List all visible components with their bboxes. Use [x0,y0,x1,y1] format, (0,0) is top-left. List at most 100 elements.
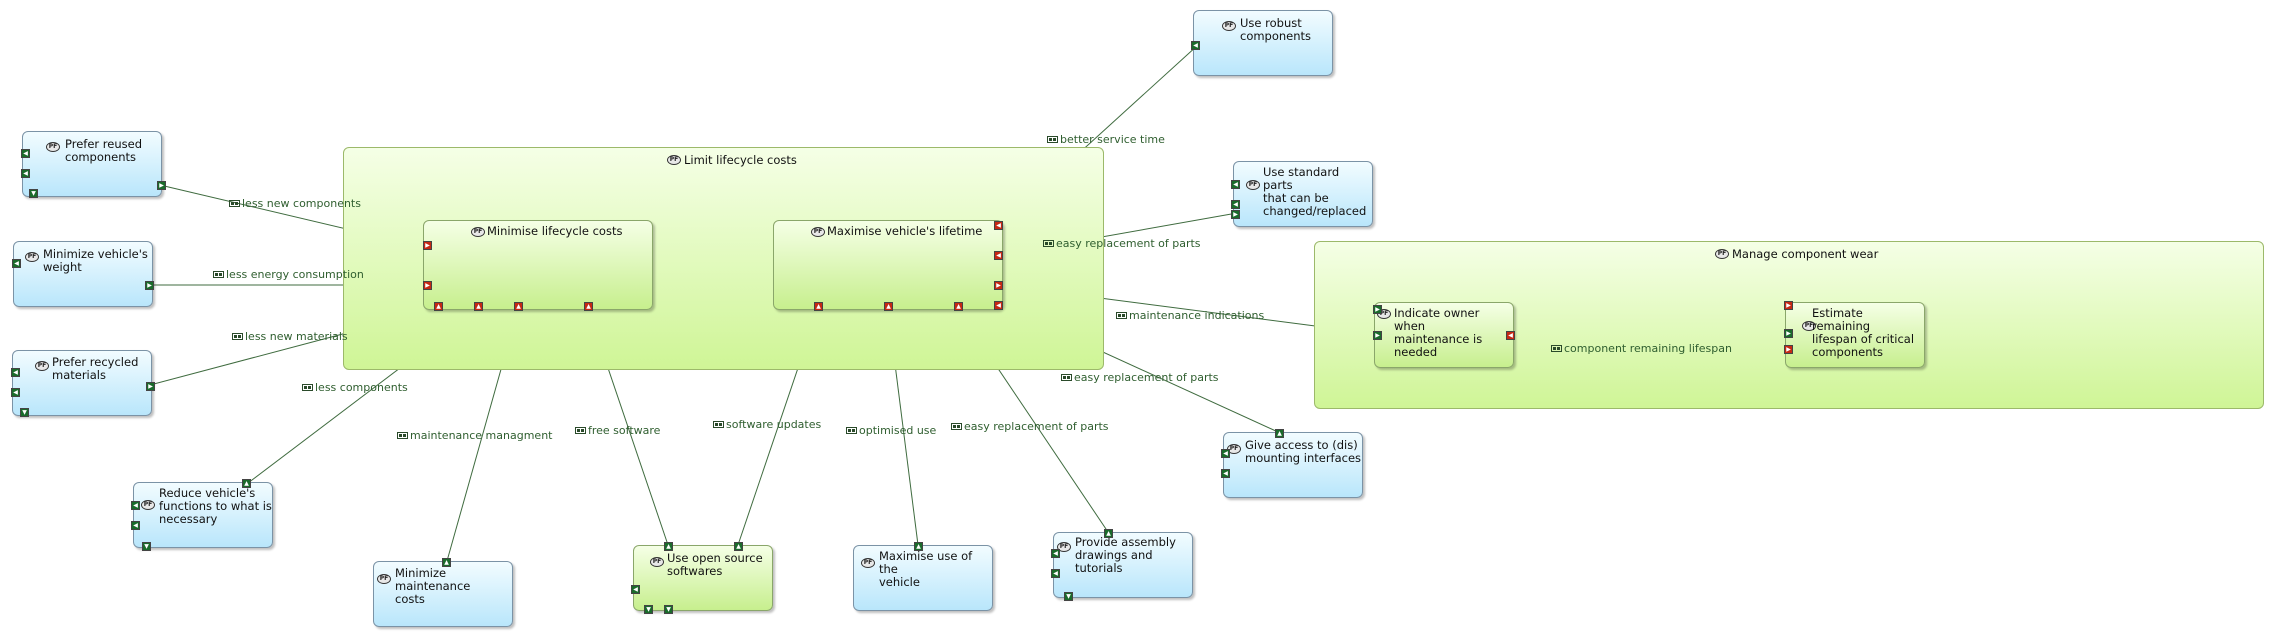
provided-port-icon[interactable]: ▶ [1231,210,1240,219]
required-port-left-icon[interactable]: ◀ [994,221,1003,230]
use-open-source-softwares-node[interactable]: PF Use open source softwares ▲ ▲ ◀ ▼ ▼ [631,542,773,614]
pf-icon: PF [471,227,485,237]
prefer-recycled-materials-node[interactable]: PF Prefer recycled materials ◀ ◀ ▼ ▶ [11,350,155,417]
flow-icon [1043,240,1054,247]
required-port-up-icon[interactable]: ▲ [884,302,893,311]
estimate-lifespan-node[interactable]: PF Estimate remaining lifespan of critic… [1784,301,1925,368]
required-port-left-icon[interactable]: ◀ [1506,331,1515,340]
provided-port-icon[interactable]: ▼ [1064,592,1073,601]
flow-icon [951,423,962,430]
node-title: Estimate remaining lifespan of critical … [1812,306,1915,359]
node-title: Indicate owner when maintenance is neede… [1394,306,1483,359]
provided-port-icon[interactable]: ◀ [1051,569,1060,578]
connection-label[interactable]: free software [575,424,660,437]
required-port-right-icon[interactable]: ▶ [1784,345,1793,354]
provided-port-icon[interactable]: ◀ [1221,449,1230,458]
connection-label[interactable]: maintenance indications [1116,309,1264,322]
provided-port-icon[interactable]: ◀ [1231,200,1240,209]
pf-icon: PF [35,361,49,371]
pf-icon: PF [1802,321,1816,331]
minimize-maintenance-costs-node[interactable]: PF Minimize maintenance costs ▲ [373,558,513,627]
use-robust-components-node[interactable]: PF Use robust components ◀ [1191,10,1333,76]
required-port-up-icon[interactable]: ▲ [814,302,823,311]
connection-label[interactable]: less components [302,381,408,394]
flow-icon [1047,136,1058,143]
required-port-up-icon[interactable]: ▲ [514,302,523,311]
provided-port-icon[interactable]: ◀ [21,149,30,158]
container-title: Manage component wear [1732,247,1879,261]
provided-port-icon[interactable]: ◀ [11,388,20,397]
pf-icon: PF [1246,180,1260,190]
provided-port-icon[interactable]: ▲ [242,479,251,488]
provided-port-icon[interactable]: ◀ [1231,180,1240,189]
connection-label[interactable]: component remaining lifespan [1551,342,1732,355]
required-port-up-icon[interactable]: ▲ [584,302,593,311]
connection-label[interactable]: less energy consumption [213,268,364,281]
maximise-vehicle-lifetime-node[interactable]: PF Maximise vehicle's lifetime ◀ ◀ ▶ ◀ ▲… [773,220,1003,311]
provided-port-icon[interactable]: ▲ [914,542,923,551]
provided-port-icon[interactable]: ▶ [1373,305,1382,314]
provided-port-icon[interactable]: ▼ [664,605,673,614]
flow-icon [575,427,586,434]
provided-port-icon[interactable]: ▲ [1104,529,1113,538]
required-port-right-icon[interactable]: ▶ [994,281,1003,290]
provided-port-icon[interactable]: ▲ [664,542,673,551]
provided-port-icon[interactable]: ◀ [631,585,640,594]
connection-label[interactable]: easy replacement of parts [951,420,1109,433]
required-port-up-icon[interactable]: ▲ [954,302,963,311]
connection-label[interactable]: easy replacement of parts [1043,237,1201,250]
provided-port-icon[interactable]: ▲ [1275,429,1284,438]
pf-icon: PF [141,500,155,510]
maximise-use-node[interactable]: PF Maximise use of the vehicle ▲ [853,542,993,611]
provided-port-icon[interactable]: ▲ [734,542,743,551]
provide-assembly-drawings-node[interactable]: PF Provide assembly drawings and tutoria… [1051,529,1193,601]
provided-port-icon[interactable]: ▼ [644,605,653,614]
reduce-vehicle-functions-node[interactable]: PF Reduce vehicle's functions to what is… [131,479,273,551]
connection-label[interactable]: less new components [229,197,361,210]
provided-port-icon[interactable]: ▲ [442,558,451,567]
provided-port-icon[interactable]: ▼ [142,542,151,551]
node-title: Provide assembly drawings and tutorials [1075,535,1176,575]
required-port-right-icon[interactable]: ▶ [1784,301,1793,310]
provided-port-icon[interactable]: ▶ [1784,329,1793,338]
provided-port-icon[interactable]: ◀ [1051,549,1060,558]
indicate-owner-node[interactable]: PF Indicate owner when maintenance is ne… [1373,302,1515,368]
give-access-mounting-node[interactable]: PF Give access to (dis) mounting interfa… [1221,429,1363,498]
provided-port-icon[interactable]: ◀ [1221,469,1230,478]
flow-icon [213,271,224,278]
minimise-lifecycle-costs-node[interactable]: PF Minimise lifecycle costs ▶ ▶ ▲ ▲ ▲ ▲ [423,220,653,311]
provided-port-icon[interactable]: ◀ [1191,41,1200,50]
provided-port-icon[interactable]: ◀ [131,521,140,530]
required-port-up-icon[interactable]: ▲ [474,302,483,311]
pf-icon: PF [1222,21,1236,31]
provided-port-icon[interactable]: ▶ [157,181,166,190]
provided-port-icon[interactable]: ▶ [145,281,154,290]
minimize-vehicle-weight-node[interactable]: PF Minimize vehicle's weight ◀ ▶ [12,241,154,307]
provided-port-icon[interactable]: ▼ [20,408,29,417]
connection-label[interactable]: maintenance managment [397,429,552,442]
prefer-reused-components-node[interactable]: PF Prefer reused components ◀ ◀ ▼ ▶ [21,131,166,198]
connection-label[interactable]: easy replacement of parts [1061,371,1219,384]
pf-icon: PF [377,574,391,584]
pf-icon: PF [1377,309,1391,319]
provided-port-icon[interactable]: ▶ [1373,331,1382,340]
required-port-right-icon[interactable]: ▶ [423,241,432,250]
node-title: Minimize maintenance costs [395,566,471,606]
required-port-left-icon[interactable]: ◀ [994,251,1003,260]
node-title: Reduce vehicle's functions to what is ne… [159,486,272,526]
required-port-right-icon[interactable]: ▶ [423,281,432,290]
connection-label[interactable]: optimised use [846,424,936,437]
provided-port-icon[interactable]: ◀ [12,259,21,268]
connection-label[interactable]: less new materials [232,330,348,343]
required-port-up-icon[interactable]: ▲ [434,302,443,311]
connection-label[interactable]: better service time [1047,133,1165,146]
provided-port-icon[interactable]: ◀ [131,501,140,510]
container-title: Limit lifecycle costs [684,153,797,167]
provided-port-icon[interactable]: ▼ [29,189,38,198]
provided-port-icon[interactable]: ◀ [21,169,30,178]
provided-port-icon[interactable]: ◀ [11,368,20,377]
required-port-left-icon[interactable]: ◀ [994,301,1003,310]
provided-port-icon[interactable]: ▶ [146,382,155,391]
connection-label[interactable]: software updates [713,418,821,431]
use-standard-parts-node[interactable]: PF Use standard parts that can be change… [1231,161,1373,227]
